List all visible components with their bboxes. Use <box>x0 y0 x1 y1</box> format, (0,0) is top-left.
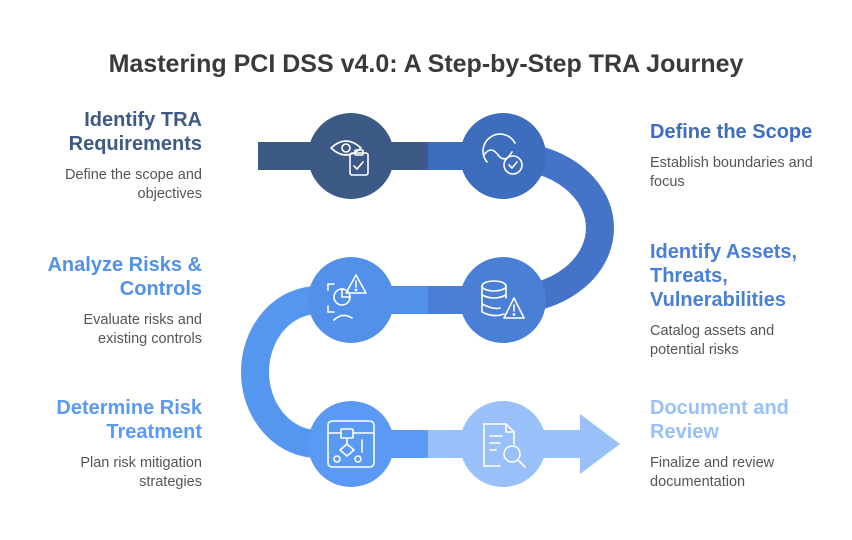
document-search-icon <box>483 423 526 468</box>
path-arrowhead <box>580 414 620 474</box>
scope-check-icon <box>482 133 523 175</box>
step-5-circle <box>308 401 394 487</box>
step-4-circle <box>308 257 394 343</box>
step-2-label: Define the Scope Establish boundaries an… <box>650 120 850 192</box>
step-1-title: Identify TRA Requirements <box>68 109 202 155</box>
step-3-circle <box>460 257 546 343</box>
step-1-description: Define the scope and objectives <box>64 167 202 202</box>
path-curve-left <box>241 286 319 458</box>
eye-clipboard-icon <box>330 140 369 176</box>
step-6-description: Finalize and review documentation <box>650 455 775 490</box>
step-2-description: Establish boundaries and focus <box>650 155 813 190</box>
step-4-title: Analyze Risks & Controls <box>47 254 202 300</box>
step-2-title: Define the Scope <box>650 121 813 143</box>
risk-analysis-icon <box>327 274 367 321</box>
step-3-label: Identify Assets, Threats, Vulnerabilitie… <box>650 240 850 360</box>
step-2-circle <box>460 113 546 199</box>
step-1-label: Identify TRA Requirements Define the sco… <box>2 108 202 204</box>
step-3-title: Identify Assets, Threats, Vulnerabilitie… <box>650 241 798 311</box>
step-5-description: Plan risk mitigation strategies <box>80 455 202 490</box>
step-1-circle <box>308 113 394 199</box>
page-title: Mastering PCI DSS v4.0: A Step-by-Step T… <box>108 50 744 78</box>
step-4-label: Analyze Risks & Controls Evaluate risks … <box>2 253 202 349</box>
step-4-description: Evaluate risks and existing controls <box>83 312 202 347</box>
database-warning-icon <box>481 280 525 319</box>
flowchart-icon <box>327 420 375 468</box>
step-5-label: Determine Risk Treatment Plan risk mitig… <box>2 396 202 492</box>
step-5-title: Determine Risk Treatment <box>56 397 202 443</box>
step-6-circle <box>460 401 546 487</box>
path-curve-right <box>507 142 614 314</box>
step-6-title: Document and Review <box>650 397 789 443</box>
step-3-description: Catalog assets and potential risks <box>650 323 775 358</box>
step-6-label: Document and Review Finalize and review … <box>650 396 850 492</box>
